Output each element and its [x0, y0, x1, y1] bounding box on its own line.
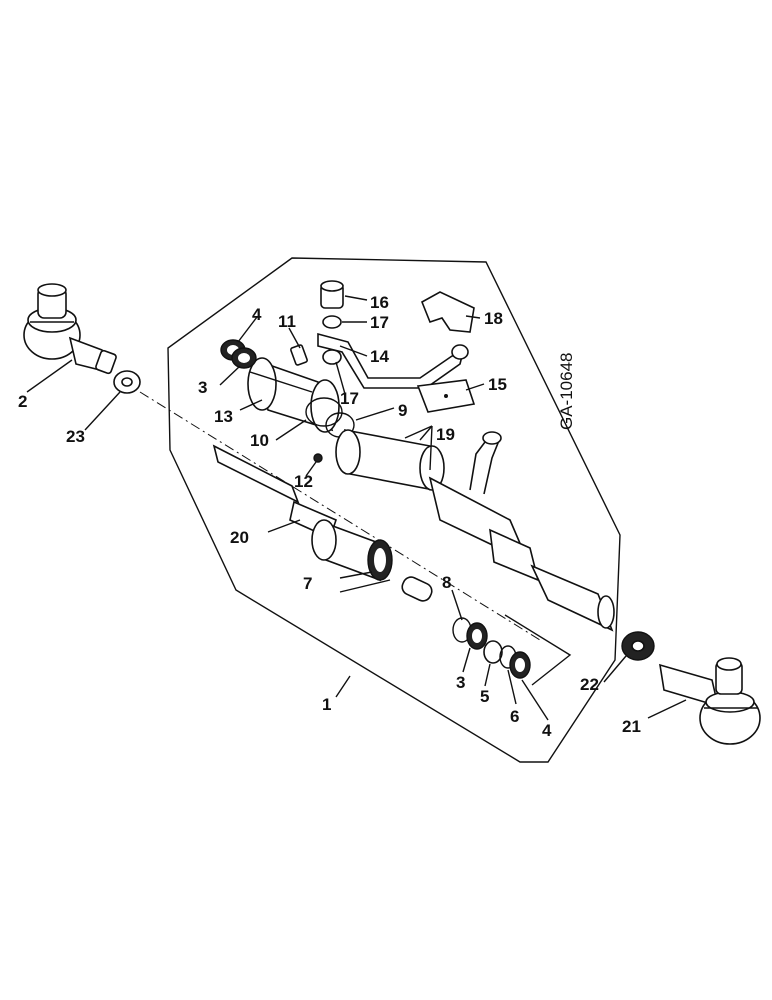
- label-4-lower: 4: [542, 721, 552, 740]
- o-ring-10: [305, 397, 343, 427]
- label-1: 1: [322, 695, 331, 714]
- label-20: 20: [230, 528, 249, 547]
- screw-11: [290, 344, 308, 366]
- tie-rod-end-left: [23, 283, 117, 375]
- seal-ring-3-upper: [231, 347, 257, 369]
- label-17-lower: 17: [340, 389, 359, 408]
- label-3-upper: 3: [198, 378, 207, 397]
- bracket-18: [420, 291, 475, 333]
- label-10: 10: [250, 431, 269, 450]
- label-5: 5: [480, 687, 489, 706]
- label-14: 14: [370, 347, 389, 366]
- label-16: 16: [370, 293, 389, 312]
- leader-lines: [26, 295, 687, 721]
- label-12: 12: [294, 472, 313, 491]
- label-2: 2: [18, 392, 27, 411]
- nut-22: [621, 631, 655, 661]
- label-23: 23: [66, 427, 85, 446]
- cylinder-19: [335, 429, 445, 491]
- label-3-lower: 3: [456, 673, 465, 692]
- part-labels: 2 23 3 4 11 13 10 9 12 20 7 16 17 17 14 …: [18, 293, 641, 740]
- label-17-upper: 17: [370, 313, 389, 332]
- label-8: 8: [442, 573, 451, 592]
- label-4-upper: 4: [252, 305, 262, 324]
- label-19: 19: [436, 425, 455, 444]
- drawing-code: GA-10648: [557, 353, 576, 431]
- plug-16: [320, 280, 344, 309]
- label-6: 6: [510, 707, 519, 726]
- ring-5: [483, 640, 503, 664]
- washer-17-lower: [322, 349, 342, 365]
- label-11: 11: [278, 312, 296, 331]
- nut-23: [113, 370, 141, 394]
- label-13: 13: [214, 407, 233, 426]
- tube-14: [317, 332, 464, 389]
- ball-12: [313, 453, 323, 463]
- assembly-outline: [167, 257, 621, 763]
- label-22: 22: [580, 675, 599, 694]
- center-axis-line: [139, 391, 541, 641]
- label-15: 15: [488, 375, 507, 394]
- label-9: 9: [398, 401, 407, 420]
- washer-17-upper: [322, 315, 342, 329]
- lower-group-bracket: [504, 614, 572, 686]
- seal-ring-4-lower: [509, 651, 531, 679]
- valve-housing-13: [247, 357, 340, 433]
- tie-rod-end-right: [659, 657, 761, 745]
- piston-7: [311, 519, 433, 602]
- seal-ring-3-lower: [466, 622, 488, 650]
- label-21: 21: [622, 717, 641, 736]
- cylinder-housing-19: [428, 431, 615, 632]
- label-7: 7: [303, 574, 312, 593]
- label-18: 18: [484, 309, 503, 328]
